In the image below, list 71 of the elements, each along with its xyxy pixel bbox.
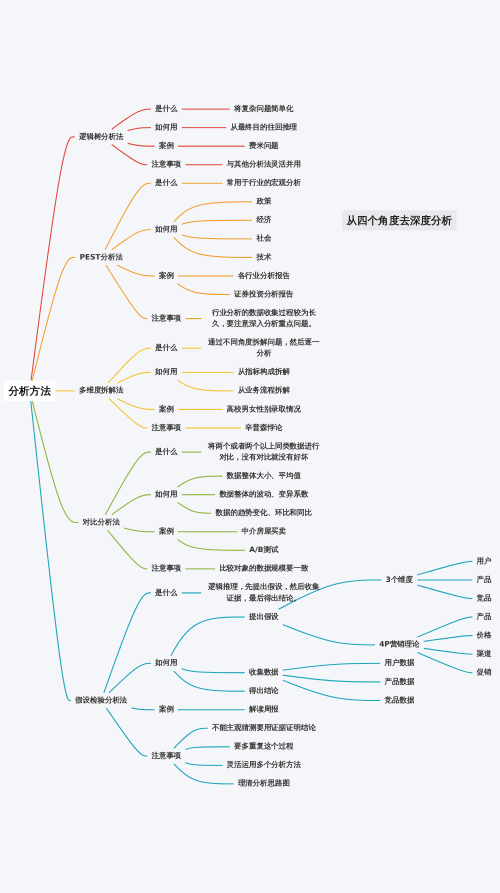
connector <box>182 127 226 128</box>
connector <box>417 579 472 580</box>
connector <box>104 452 151 516</box>
connector <box>116 398 155 410</box>
connector <box>424 635 472 642</box>
connector <box>173 670 245 692</box>
connector <box>108 398 148 428</box>
connector <box>177 502 212 514</box>
connector <box>178 408 222 410</box>
connector <box>185 568 216 570</box>
connector <box>178 146 245 147</box>
connector <box>185 427 241 428</box>
connector <box>177 539 246 551</box>
connector <box>106 264 148 320</box>
connector <box>182 372 234 373</box>
connector <box>32 400 78 524</box>
connector <box>173 201 252 222</box>
node-box: 分析方法 <box>4 380 56 402</box>
connector <box>417 560 472 576</box>
connector <box>282 662 380 671</box>
connector <box>182 234 252 240</box>
connector <box>282 680 380 701</box>
connector <box>173 763 234 784</box>
connector <box>182 220 252 225</box>
connector <box>417 652 472 674</box>
connector <box>116 372 151 384</box>
connector <box>128 142 155 147</box>
connector <box>182 592 202 594</box>
connector <box>282 624 375 646</box>
connector <box>111 108 151 130</box>
connector <box>108 662 151 694</box>
connector <box>178 531 238 532</box>
connector <box>131 707 155 710</box>
connector <box>424 648 472 655</box>
connector <box>182 494 216 496</box>
connector <box>128 127 151 131</box>
connector <box>107 530 148 570</box>
connector <box>177 380 234 392</box>
connector <box>185 318 202 320</box>
connector <box>108 348 151 384</box>
connector <box>55 390 75 392</box>
connector <box>417 616 472 638</box>
connector <box>106 708 148 757</box>
connector <box>177 283 230 296</box>
connector <box>173 728 208 749</box>
connector <box>30 400 72 701</box>
connector <box>182 108 230 110</box>
connector <box>103 592 151 693</box>
connector <box>182 452 202 453</box>
connector <box>111 229 151 250</box>
connector <box>104 182 151 250</box>
connector <box>182 182 222 184</box>
connector <box>182 348 202 349</box>
connector <box>185 164 222 166</box>
connector <box>185 762 222 766</box>
connector <box>178 275 234 276</box>
connector <box>282 674 380 682</box>
connector <box>124 528 155 532</box>
connector <box>111 144 148 166</box>
connector <box>177 476 222 488</box>
connector <box>278 579 382 610</box>
connector <box>185 746 230 750</box>
connector <box>116 264 155 276</box>
connector <box>30 136 75 381</box>
connector <box>32 256 76 381</box>
connector <box>173 236 252 258</box>
connector <box>178 709 245 710</box>
connector <box>111 494 151 516</box>
connector <box>417 584 472 600</box>
connector <box>182 668 245 674</box>
connector <box>170 616 245 656</box>
